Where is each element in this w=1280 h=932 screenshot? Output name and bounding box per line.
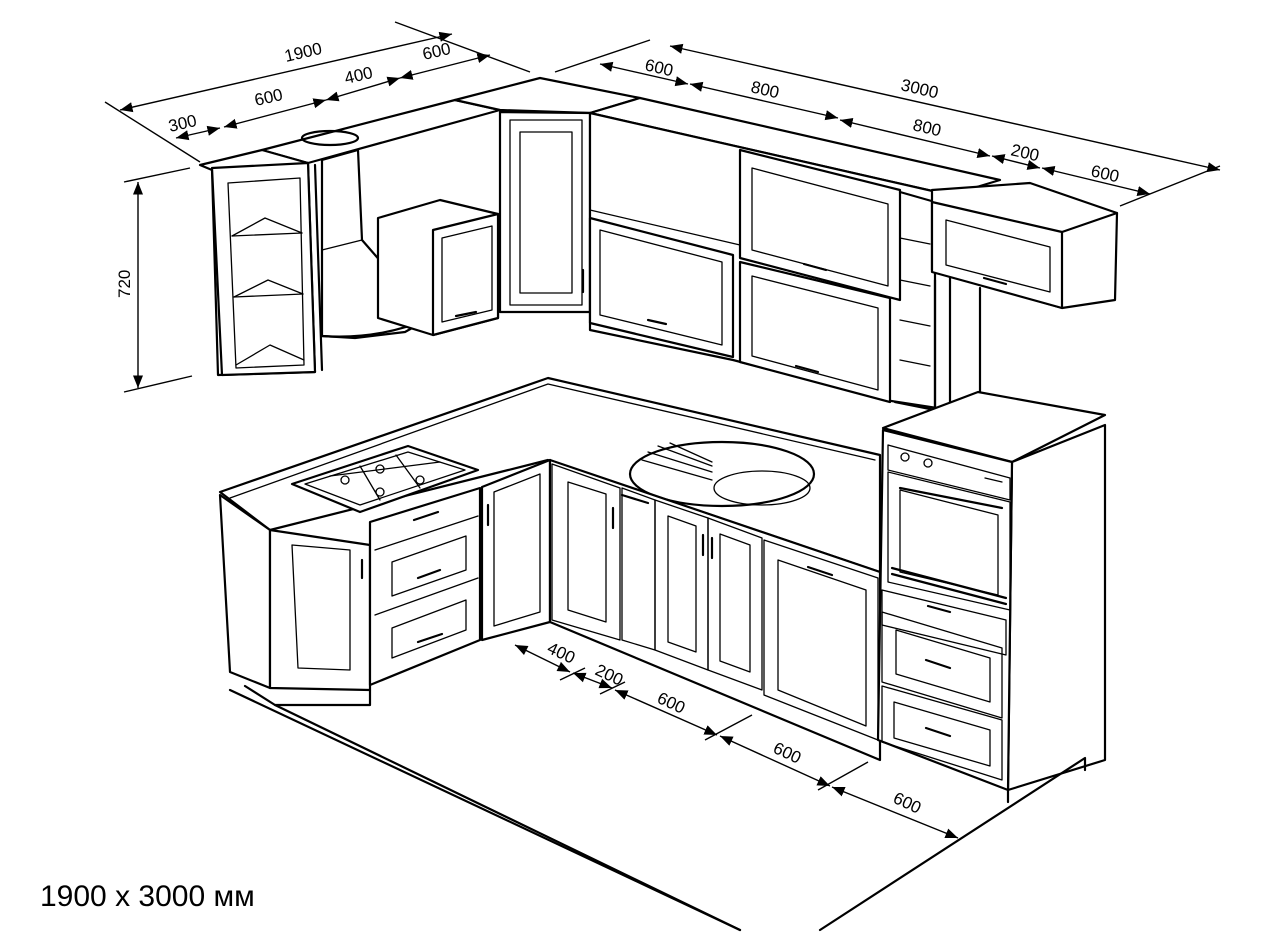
sink xyxy=(628,440,816,508)
drawing-caption: 1900 x 3000 мм xyxy=(40,880,255,913)
dim-label-200-floor: 200 xyxy=(592,660,626,689)
dim-label-600-b: 600 xyxy=(643,55,675,80)
upper-small-box xyxy=(376,198,500,337)
lower-right-run xyxy=(548,458,882,762)
dim-label-720: 720 xyxy=(115,270,134,298)
lower-cabinets xyxy=(218,376,1107,932)
lower-door-cabinet-a xyxy=(480,458,552,642)
dim-label-400: 400 xyxy=(343,63,375,88)
lower-left-corner-cabinet xyxy=(218,493,372,707)
upper-corner-glass-cabinet xyxy=(198,148,324,377)
oven-column xyxy=(876,390,1107,804)
gas-hob xyxy=(290,444,480,514)
dim-label-600-floor-a: 600 xyxy=(654,688,688,717)
dim-label-600: 600 xyxy=(253,85,285,110)
upper-right-run xyxy=(588,111,1119,412)
upper-cabinets xyxy=(198,76,1119,412)
dim-label-1900: 1900 xyxy=(283,39,324,66)
upper-corner-tall-unit xyxy=(498,110,592,314)
dim-label-300: 300 xyxy=(167,111,199,136)
lower-drawer-unit xyxy=(368,486,482,687)
dim-label-600-c: 600 xyxy=(1089,161,1121,186)
dim-label-600-floor-b: 600 xyxy=(770,738,804,767)
dim-label-800-b: 800 xyxy=(911,115,943,140)
dim-label-600-corner: 600 xyxy=(421,39,453,64)
dim-label-400-floor: 400 xyxy=(544,638,578,667)
